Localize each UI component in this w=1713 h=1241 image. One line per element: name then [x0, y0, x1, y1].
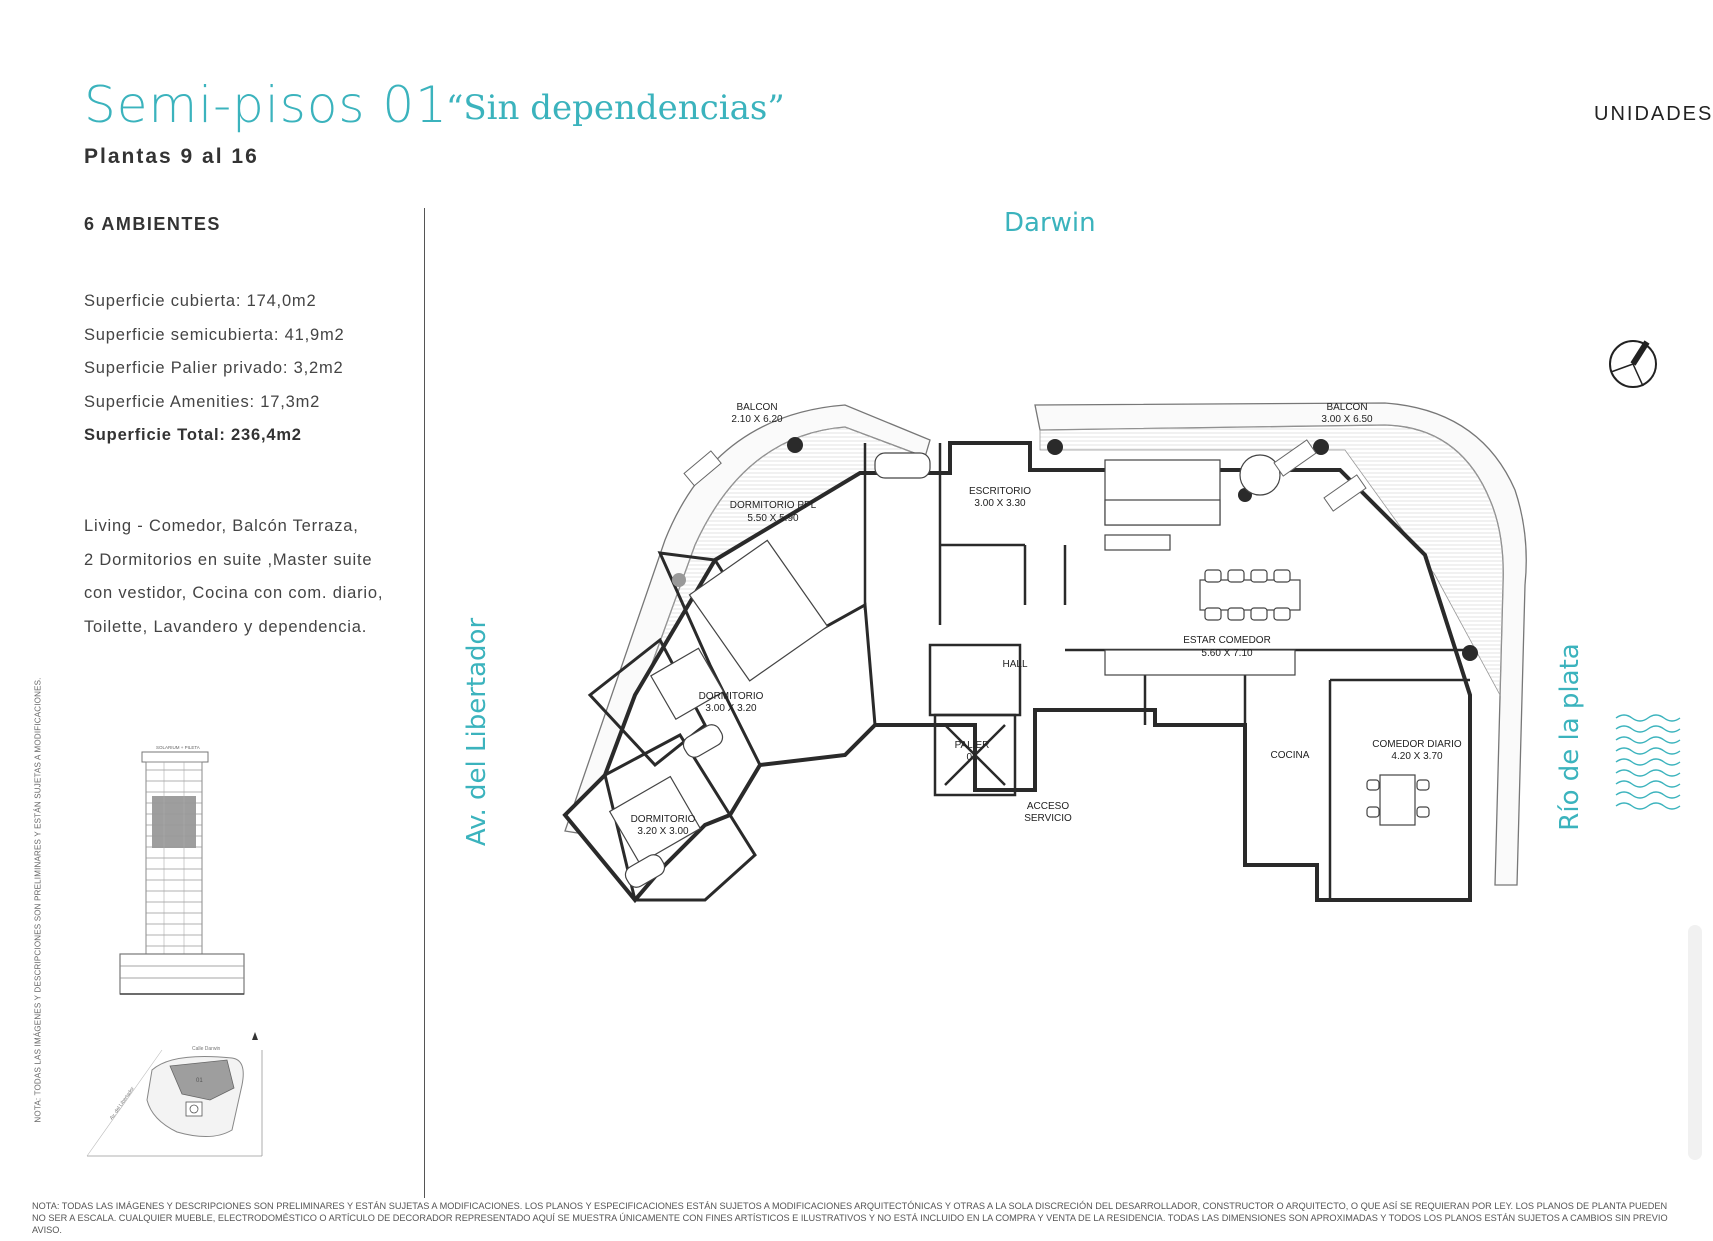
tower-top-label: SOLARIUM + PILETA	[156, 745, 200, 750]
label-dormitorio-2: DORMITORIO	[631, 814, 696, 825]
highlighted-floors	[152, 796, 196, 848]
label-comedor-diario-dims: 4.20 X 3.70	[1391, 751, 1443, 762]
label-balcon-left-dims: 2.10 X 6.20	[731, 414, 783, 425]
description-line: con vestidor, Cocina con com. diario,	[84, 584, 384, 602]
label-balcon-left: BALCON	[736, 402, 777, 413]
label-escritorio-dims: 3.00 X 3.30	[974, 498, 1026, 509]
label-palier-number: 01	[966, 752, 978, 763]
label-dormitorio-ppl-dims: 5.50 X 5.90	[747, 513, 799, 524]
minimap-street-label: Calle Darwin	[192, 1046, 221, 1052]
street-label-libertador: Av. del Libertador	[462, 617, 492, 847]
spec-line: Superficie semicubierta: 41,9m2	[84, 325, 345, 344]
rooms-count-heading: 6 AMBIENTES	[84, 214, 221, 234]
label-balcon-right-dims: 3.00 X 6.50	[1321, 414, 1373, 425]
sidebar-divider	[424, 208, 425, 1198]
building-elevation-thumbnail: SOLARIUM + PILETA	[119, 745, 245, 995]
water-waves-icon	[1615, 714, 1681, 810]
spec-line: Superficie Amenities: 17,3m2	[84, 392, 321, 411]
description-line: Living - Comedor, Balcón Terraza,	[84, 517, 359, 535]
north-arrow-icon	[252, 1032, 258, 1040]
label-comedor-diario: COMEDOR DIARIO	[1372, 739, 1462, 750]
spec-total: Superficie Total: 236,4m2	[84, 426, 302, 444]
minimap-unit-label: 01	[196, 1078, 203, 1084]
label-dormitorio-2-dims: 3.20 X 3.00	[637, 826, 689, 837]
unit-description: Living - Comedor, Balcón Terraza, 2 Dorm…	[84, 515, 414, 649]
vertical-disclaimer: NOTA: TODAS LAS IMÁGENES Y DESCRIPCIONES…	[33, 677, 43, 1123]
street-label-rio: Río de la plata	[1555, 643, 1585, 831]
description-line: 2 Dormitorios en suite ,Master suite	[84, 550, 373, 569]
label-palier: PALIER	[955, 740, 990, 751]
label-hall: HALL	[1002, 659, 1027, 670]
label-cocina: COCINA	[1271, 750, 1310, 761]
nav-unidades-link[interactable]: UNIDADES	[1594, 103, 1713, 125]
minimap-avenue-label: Av. del Libertador	[109, 1086, 136, 1121]
footer-disclaimer: NOTA: TODAS LAS IMÁGENES Y DESCRIPCIONES…	[32, 1201, 1668, 1235]
spec-line: Superficie Palier privado: 3,2m2	[84, 359, 344, 377]
label-estar-comedor: ESTAR COMEDOR	[1183, 635, 1271, 646]
label-acceso: ACCESO	[1027, 801, 1069, 812]
compass-icon	[1609, 340, 1657, 388]
label-dormitorio-1-dims: 3.00 X 3.20	[705, 703, 757, 714]
description-line: Toilette, Lavandero y dependencia.	[84, 617, 368, 636]
surface-specs: Superficie cubierta: 174,0m2 Superficie …	[84, 290, 414, 458]
label-balcon-right: BALCON	[1326, 402, 1367, 413]
label-acceso-servicio: SERVICIO	[1024, 813, 1072, 824]
label-estar-comedor-dims: 5.60 X 7.10	[1201, 648, 1253, 659]
scrollbar[interactable]	[1688, 925, 1702, 1160]
page-title-subtitle: “Sin dependencias”	[446, 88, 785, 128]
spec-line: Superficie cubierta: 174,0m2	[84, 292, 317, 310]
label-dormitorio-1: DORMITORIO	[699, 691, 764, 702]
site-minimap: Calle Darwin Av. del Libertador 01	[86, 1032, 263, 1157]
page-title: Semi-pisos 01	[84, 76, 448, 134]
floor-plan: BALCON 2.10 X 6.20 BALCON 3.00 X 6.50 DO…	[562, 402, 1527, 904]
floors-subtitle: Plantas 9 al 16	[84, 145, 259, 168]
label-escritorio: ESCRITORIO	[969, 486, 1031, 497]
label-dormitorio-ppl: DORMITORIO PPL	[730, 500, 817, 511]
balcony-right	[1039, 424, 1504, 697]
street-label-darwin: Darwin	[1004, 208, 1096, 238]
